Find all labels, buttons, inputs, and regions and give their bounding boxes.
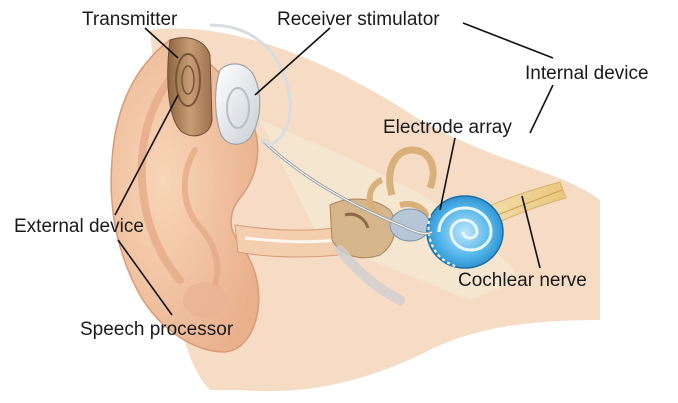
- label-electrode-array: Electrode array: [383, 118, 512, 137]
- transmitter-device: [168, 38, 212, 136]
- label-receiver-stimulator: Receiver stimulator: [277, 10, 440, 29]
- label-internal-device: Internal device: [525, 64, 649, 83]
- ear-canal: [235, 225, 345, 257]
- label-transmitter: Transmitter: [82, 10, 177, 29]
- label-cochlear-nerve: Cochlear nerve: [458, 271, 587, 290]
- leader-receiver-to-internal: [463, 23, 553, 58]
- cochlea: [427, 196, 503, 268]
- label-external-device: External device: [14, 217, 144, 236]
- label-speech-processor: Speech processor: [80, 320, 233, 339]
- leader-internal-down: [530, 85, 553, 133]
